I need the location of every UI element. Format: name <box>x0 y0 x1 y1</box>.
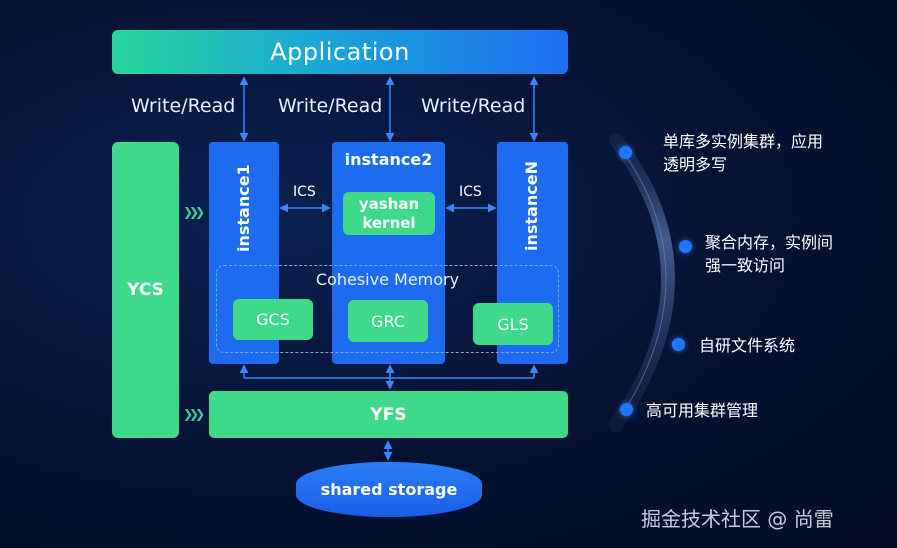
gcs-box: GCS <box>233 299 313 340</box>
write-read-label-2: Write/Read <box>278 95 383 117</box>
feature-arc-thin <box>621 149 667 416</box>
feature-1-line2: 透明多写 <box>663 155 728 174</box>
cohesive-memory-region <box>216 265 559 353</box>
feature-item-2: 聚合内存，实例间 强一致访问 <box>705 231 833 277</box>
grc-label: GRC <box>371 311 405 331</box>
feature-3-line1: 自研文件系统 <box>699 336 796 355</box>
yashan-kernel-box: yashan kernel <box>343 192 435 235</box>
feature-arc <box>609 133 675 432</box>
yfs-block: YFS <box>209 391 568 438</box>
feature-dot-1 <box>619 146 632 159</box>
feature-1-line1: 单库多实例集群，应用 <box>663 132 824 151</box>
chevron-right-icon: ❯❯❯ <box>183 205 205 219</box>
gcs-label: GCS <box>256 310 290 329</box>
instance1-label: instance1 <box>234 164 253 252</box>
chevron-right-icon: ❯❯❯ <box>183 407 205 421</box>
ics-label-left: ICS <box>293 184 316 200</box>
watermark: 掘金技术社区 @ 尚雷 <box>641 507 834 531</box>
feature-dot-4 <box>620 403 633 416</box>
feature-item-3: 自研文件系统 <box>699 334 795 357</box>
write-read-label-3: Write/Read <box>421 95 526 117</box>
yfs-label: YFS <box>370 404 407 425</box>
instance2-label: instance2 <box>344 150 433 169</box>
feature-dot-2 <box>679 240 692 253</box>
feature-item-4: 高可用集群管理 <box>646 399 758 422</box>
feature-4-line1: 高可用集群管理 <box>646 401 759 420</box>
gls-box: GLS <box>473 303 553 345</box>
ics-label-right: ICS <box>459 184 482 200</box>
feature-2-line2: 强一致访问 <box>705 256 786 275</box>
feature-dot-3 <box>672 338 685 351</box>
kernel-label-line1: yashan <box>358 194 420 213</box>
instanceN-label: instanceN <box>522 161 541 251</box>
gls-label: GLS <box>497 314 529 334</box>
feature-item-1: 单库多实例集群，应用 透明多写 <box>663 130 823 176</box>
shared-storage-cylinder: shared storage <box>296 462 482 517</box>
cohesive-memory-label: Cohesive Memory <box>315 270 460 289</box>
application-bar: Application <box>112 30 568 74</box>
grc-box: GRC <box>348 300 428 342</box>
application-label: Application <box>270 38 410 66</box>
shared-storage-label: shared storage <box>320 480 458 499</box>
write-read-label-1: Write/Read <box>131 95 236 117</box>
ycs-block: YCS <box>112 142 179 438</box>
ycs-label: YCS <box>127 280 164 300</box>
kernel-label-line2: kernel <box>362 213 416 232</box>
feature-2-line1: 聚合内存，实例间 <box>705 233 834 252</box>
